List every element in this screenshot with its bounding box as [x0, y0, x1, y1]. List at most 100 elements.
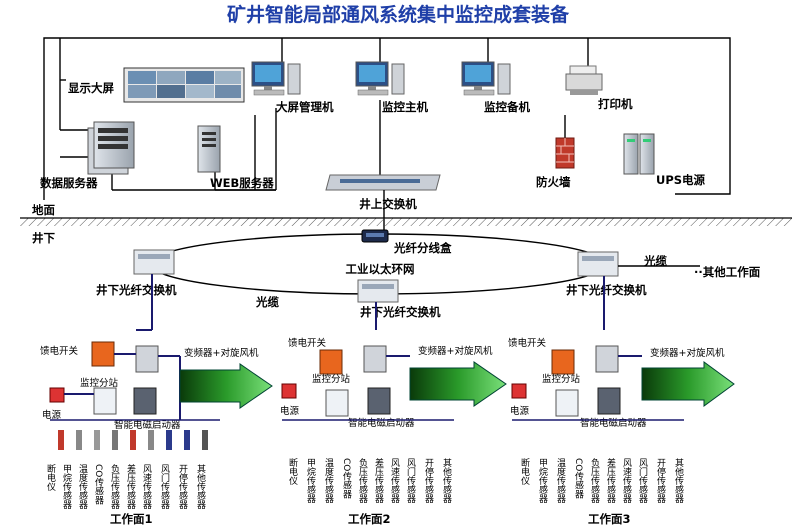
- sensor-label: 甲烷传感器: [61, 464, 72, 509]
- sensor-label: 其他传感器: [195, 464, 206, 509]
- sensor-icon: [148, 430, 154, 450]
- workface-2: 馈电开关 监控分站 电源 智能电磁启动器 变频器+对旋风机: [280, 302, 507, 429]
- ground-hatch: [20, 218, 792, 226]
- sensor-label: 开停传感器: [177, 464, 188, 509]
- sensor-label: 温度传感器: [555, 458, 566, 503]
- sensor-label: 其他传感器: [673, 458, 684, 503]
- workface-3: 馈电开关 监控分站 电源 智能电磁启动器 变频器+对旋风机: [508, 276, 735, 429]
- sensor-label: 差压传感器: [125, 463, 136, 509]
- monitor-substation-icon: [93, 387, 117, 415]
- sensor-label: CO传感器: [573, 458, 584, 498]
- data-server-icon: [87, 121, 135, 175]
- underground-switch-left-label: 井下光纤交换机: [96, 283, 177, 297]
- feeder-switch-icon: [551, 349, 575, 375]
- sensor-label: 断电仪: [519, 457, 530, 485]
- ups-label: UPS电源: [656, 173, 706, 187]
- diagram-title: 矿井智能局部通风系统集中监控成套装备: [227, 3, 570, 26]
- fan-arrow-icon: [179, 363, 273, 409]
- sensor-icon: [130, 430, 136, 450]
- workface-1: 馈电开关 监控分站 电源 智能电磁启动器 变频器+对旋风机: [40, 274, 273, 431]
- sensor-label: 开停传感器: [423, 458, 434, 503]
- monitor-host-label: 监控主机: [382, 100, 428, 114]
- starter-icon: [597, 387, 621, 415]
- workface-2-name: 工作面2: [348, 512, 391, 526]
- sensor-label: 甲烷传感器: [537, 458, 548, 503]
- sensor-label: 风门传感器: [637, 458, 648, 503]
- backup-host-icon: [461, 61, 511, 96]
- fan-arrow-icon: [641, 361, 735, 407]
- feeder-switch-label: 馈电开关: [40, 345, 79, 357]
- feeder-switch-label: 馈电开关: [508, 337, 547, 349]
- substation-label: 监控分站: [80, 377, 119, 389]
- printer-label: 打印机: [598, 97, 633, 111]
- sensor-label: 开停传感器: [655, 458, 666, 503]
- big-screen-pc-label: 大屏管理机: [276, 100, 334, 114]
- sensor-label: CO传感器: [93, 464, 104, 504]
- underground-switch-right-label: 井下光纤交换机: [566, 283, 647, 297]
- sensor-icon: [202, 430, 208, 450]
- cable-label-right: 光缆: [643, 254, 667, 268]
- vfd-fan-label: 变频器+对旋风机: [184, 347, 259, 359]
- power-label: 电源: [42, 409, 62, 421]
- sensor-icon: [166, 430, 172, 450]
- display-wall: [123, 67, 245, 103]
- web-server-icon: [197, 125, 221, 173]
- sensor-label: 风速传感器: [621, 458, 632, 503]
- power-icon: [49, 387, 65, 403]
- sensor-label: 差压传感器: [373, 457, 384, 503]
- starter-label: 智能电磁启动器: [348, 417, 415, 429]
- firewall-label: 防火墙: [536, 175, 571, 189]
- substation-icon: [595, 345, 619, 373]
- surface-switch-icon: [325, 174, 441, 191]
- ups-icon: [623, 133, 655, 175]
- sensor-label: 风速传感器: [389, 458, 400, 503]
- feeder-switch-icon: [319, 349, 343, 375]
- backup-host-label: 监控备机: [484, 100, 530, 114]
- underground-switch-center-icon: [357, 279, 399, 303]
- sensor-icon: [184, 430, 190, 450]
- fan-arrow-icon: [409, 361, 507, 407]
- power-label: 电源: [280, 405, 300, 417]
- ring-label: 工业以太环网: [346, 262, 415, 276]
- big-screen-pc-icon: [251, 61, 301, 96]
- fiber-splitter-icon: [361, 229, 389, 243]
- power-label: 电源: [510, 405, 530, 417]
- vfd-fan-label: 变频器+对旋风机: [418, 345, 493, 357]
- printer-icon: [565, 65, 603, 95]
- power-icon: [281, 383, 297, 399]
- workface-1-name: 工作面1: [110, 512, 153, 526]
- sensor-icon: [58, 430, 64, 450]
- sensor-label: 断电仪: [287, 457, 298, 485]
- sensor-label: 风门传感器: [159, 464, 170, 509]
- substation-label: 监控分站: [312, 373, 351, 385]
- sensor-label: 其他传感器: [441, 458, 452, 503]
- workface-3-name: 工作面3: [588, 512, 631, 526]
- feeder-switch-label: 馈电开关: [288, 337, 327, 349]
- sensor-label: 风门传感器: [405, 458, 416, 503]
- sensor-label: 负压传感器: [357, 457, 368, 503]
- web-server-label: WEB服务器: [210, 176, 274, 190]
- workface-3-sensor-labels: 断电仪 甲烷传感器 温度传感器 CO传感器 负压传感器 差压传感器 风速传感器 …: [519, 457, 684, 503]
- sensor-label: 温度传感器: [77, 464, 88, 509]
- power-icon: [511, 383, 527, 399]
- sensor-icon: [112, 430, 118, 450]
- substation-icon: [135, 345, 159, 373]
- other-faces-label: ··其他工作面: [694, 265, 761, 279]
- firewall-icon: [555, 137, 575, 169]
- display-wall-label: 显示大屏: [68, 81, 114, 95]
- starter-label: 智能电磁启动器: [580, 417, 647, 429]
- workface-1-sensor-labels: 断电仪 甲烷传感器 温度传感器 CO传感器 负压传感器 差压传感器 风速传感器 …: [45, 463, 206, 509]
- substation-label: 监控分站: [542, 373, 581, 385]
- sensor-label: 断电仪: [45, 463, 56, 491]
- underground-switch-right-icon: [577, 251, 619, 277]
- substation-icon: [363, 345, 387, 373]
- surface-switch-label: 井上交换机: [359, 197, 417, 211]
- sensor-label: 风速传感器: [141, 464, 152, 509]
- cable-label-left: 光缆: [255, 295, 279, 309]
- vfd-fan-label: 变频器+对旋风机: [650, 347, 725, 359]
- sensor-label: 温度传感器: [323, 458, 334, 503]
- monitor-substation-icon: [555, 389, 579, 417]
- monitor-substation-icon: [325, 389, 349, 417]
- sensor-label: 差压传感器: [605, 457, 616, 503]
- data-server-label: 数据服务器: [40, 176, 98, 190]
